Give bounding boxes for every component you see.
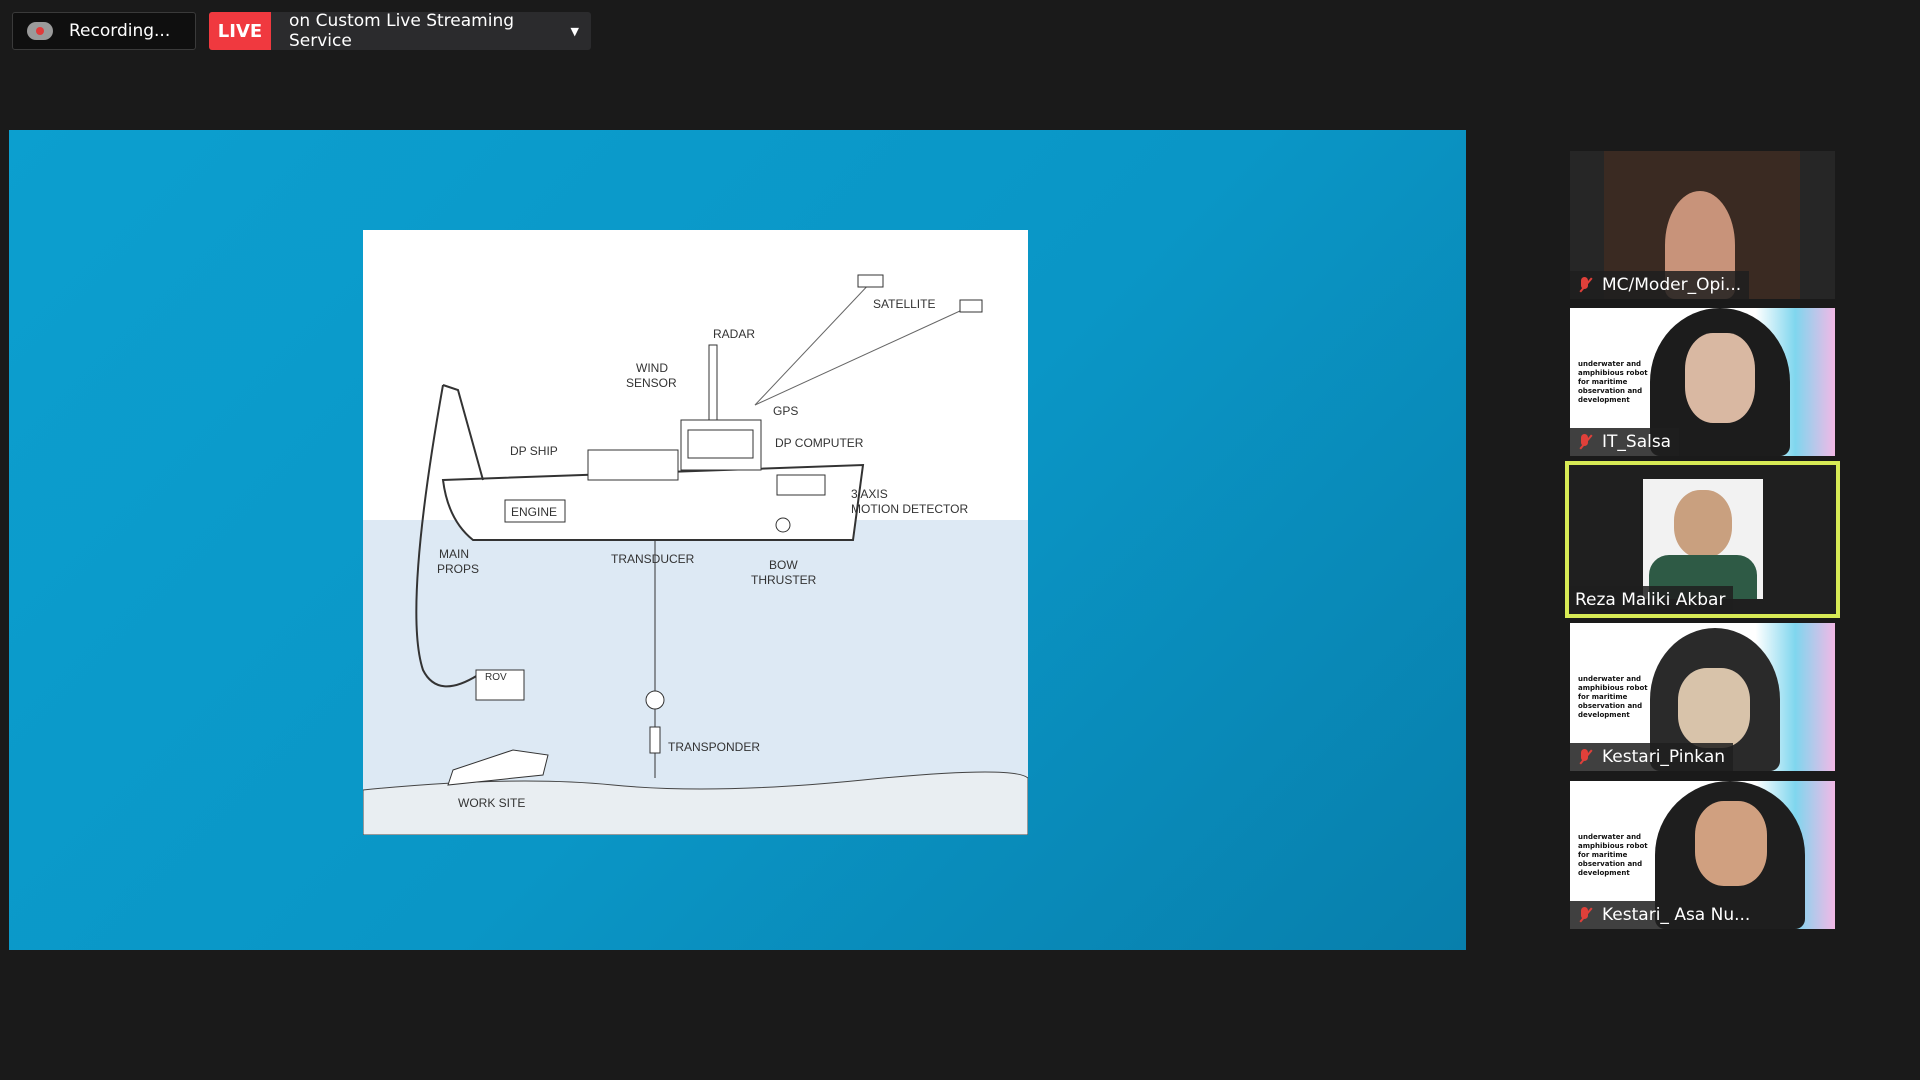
label-motion-detector: MOTION DETECTOR <box>851 502 968 516</box>
label-transponder: TRANSPONDER <box>668 740 760 754</box>
label-satellite: SATELLITE <box>873 297 935 311</box>
label-work-site: WORK SITE <box>458 796 525 810</box>
label-engine: ENGINE <box>511 505 557 519</box>
participant-name: Reza Maliki Akbar <box>1575 590 1726 610</box>
mic-muted-icon <box>1576 433 1594 451</box>
virtual-background-text: underwater and amphibious robot for mari… <box>1578 833 1648 877</box>
label-transducer: TRANSDUCER <box>611 552 695 566</box>
slide-diagram: SATELLITE RADAR WIND SENSOR GPS DP SHIP … <box>362 230 1029 836</box>
label-props: PROPS <box>437 562 479 576</box>
participant-tile[interactable]: underwater and amphibious robot for mari… <box>1570 623 1835 771</box>
label-dp-computer: DP COMPUTER <box>775 436 864 450</box>
participant-name: IT_Salsa <box>1602 432 1672 452</box>
cloud-record-icon <box>27 22 53 40</box>
label-thruster: THRUSTER <box>751 573 817 587</box>
mic-muted-icon <box>1576 276 1594 294</box>
participant-tile[interactable]: underwater and amphibious robot for mari… <box>1570 781 1835 929</box>
participant-name: Kestari_Pinkan <box>1602 747 1726 767</box>
label-gps: GPS <box>773 404 798 418</box>
label-sensor: SENSOR <box>626 376 677 390</box>
virtual-background-text: underwater and amphibious robot for mari… <box>1578 360 1648 404</box>
label-3-axis: 3 AXIS <box>851 487 888 501</box>
label-radar: RADAR <box>713 327 755 341</box>
live-streaming-dropdown[interactable]: LIVE on Custom Live Streaming Service ▼ <box>209 11 591 51</box>
mic-muted-icon <box>1576 906 1594 924</box>
virtual-background-text: underwater and amphibious robot for mari… <box>1578 675 1648 719</box>
mic-muted-icon <box>1576 748 1594 766</box>
participant-tile-active-speaker[interactable]: Reza Maliki Akbar <box>1565 461 1840 618</box>
label-dp-ship: DP SHIP <box>510 444 558 458</box>
label-main: MAIN <box>439 547 469 561</box>
label-rov: ROV <box>485 672 507 683</box>
live-badge: LIVE <box>209 12 271 50</box>
recording-indicator[interactable]: Recording... <box>12 12 196 50</box>
participant-name: Kestari_ Asa Nu... <box>1602 905 1751 925</box>
label-wind: WIND <box>636 361 668 375</box>
participant-tile[interactable]: underwater and amphibious robot for mari… <box>1570 308 1835 456</box>
label-bow: BOW <box>769 558 798 572</box>
recording-label: Recording... <box>69 21 171 41</box>
chevron-down-icon[interactable]: ▼ <box>570 24 579 38</box>
participant-name: MC/Moder_Opi... <box>1602 275 1742 295</box>
live-target-label: on Custom Live Streaming Service <box>289 11 515 51</box>
participant-tile[interactable]: MC/Moder_Opi... <box>1570 151 1835 299</box>
